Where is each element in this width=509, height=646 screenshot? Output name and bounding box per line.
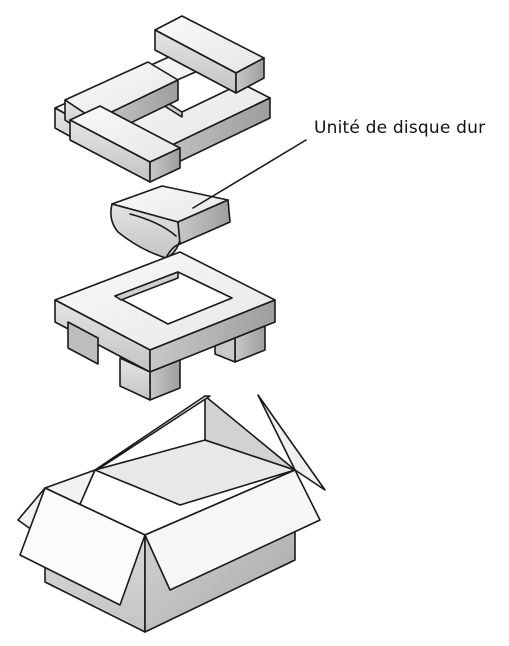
hard-drive-callout-label: Unité de disque dur [314,118,486,138]
top-foam-tray [54,15,271,183]
bottom-foam-tray [54,251,276,401]
callout-leader-line [192,139,307,209]
open-box [17,394,326,633]
hard-drive [110,185,231,259]
